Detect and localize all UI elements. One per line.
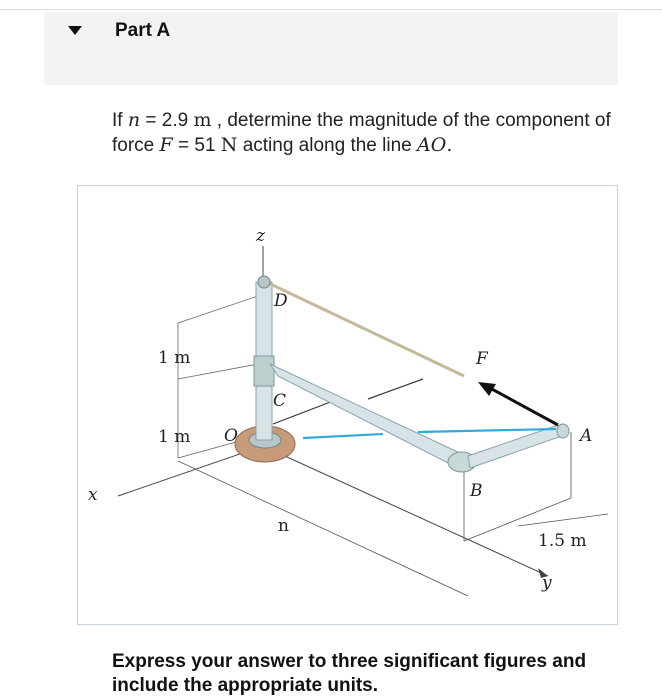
- collapse-toggle-icon[interactable]: [68, 26, 82, 35]
- n-dimension-line: [177, 460, 469, 597]
- n-symbol: n: [127, 109, 141, 131]
- label-n: n: [278, 516, 289, 536]
- label-y: y: [541, 573, 552, 593]
- F-symbol: F: [159, 134, 173, 156]
- y-axis: [262, 445, 549, 577]
- label-1m-bottom: 1 m: [158, 427, 190, 447]
- ring-D: [257, 275, 271, 289]
- pipe-assembly-diagram: z x y D C O A B F n 1 m 1 m 1.5 m: [88, 226, 609, 597]
- base-edge: [463, 497, 572, 542]
- label-C: C: [273, 391, 286, 411]
- label-x: x: [88, 485, 98, 505]
- construction-line: [272, 400, 334, 425]
- label-D: D: [273, 291, 288, 311]
- part-title: Part A: [115, 20, 171, 41]
- label-1-5m: 1.5 m: [538, 531, 587, 551]
- x-axis: [117, 445, 264, 497]
- construction-line: [367, 378, 424, 400]
- tee-fitting-C: [253, 355, 275, 387]
- question-text: If n = 2.9 m , determine the magnitude o…: [112, 109, 611, 156]
- label-F: F: [475, 349, 489, 369]
- cable-D: [263, 279, 465, 378]
- dim-guide: [177, 363, 259, 380]
- end-A: [556, 423, 570, 439]
- force-F-arrowhead: [478, 382, 496, 396]
- label-O: O: [224, 426, 238, 446]
- top-divider: [0, 9, 662, 10]
- pipe-CB: [268, 362, 463, 467]
- dim-1-5m-line: [517, 513, 609, 527]
- force-F-arrow: [489, 386, 559, 427]
- y-axis-arrowhead: [538, 568, 548, 578]
- label-1m-top: 1 m: [158, 348, 190, 368]
- part-header[interactable]: Part A: [44, 12, 618, 85]
- dim-guide: [177, 295, 259, 324]
- line-AO-segment: [417, 427, 557, 434]
- problem-figure: z x y D C O A B F n 1 m 1 m 1.5 m: [77, 185, 618, 625]
- answer-instructions: Express your answer to three significant…: [112, 651, 587, 696]
- line-AO-segment: [302, 432, 384, 440]
- label-B: B: [469, 481, 483, 501]
- line-AO: AO: [417, 134, 447, 156]
- label-A: A: [578, 426, 592, 446]
- label-z: z: [255, 226, 266, 246]
